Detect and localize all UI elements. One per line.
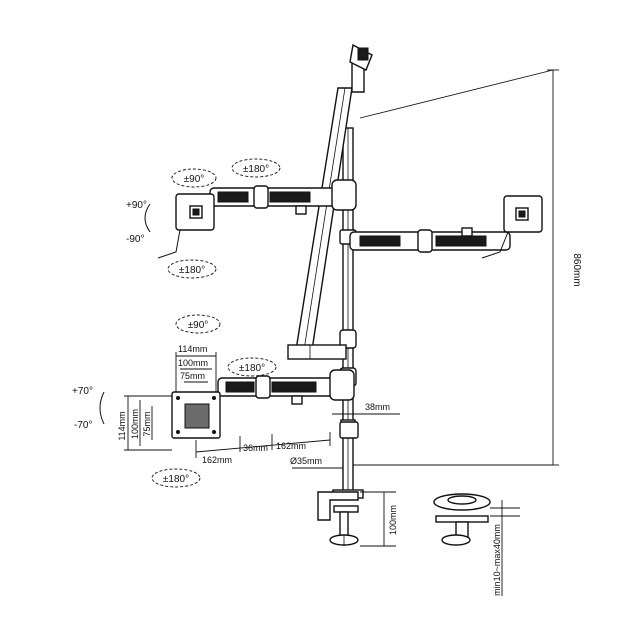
clamp-height-dimension: 100mm — [360, 491, 398, 547]
upper-right-vesa-plate — [481, 195, 543, 259]
vesa-height-114: 114mm — [117, 411, 127, 440]
left-tilt-up-label: +90° — [126, 200, 147, 211]
bottom-swivel-label: ±180° — [239, 363, 265, 374]
vesa-dimensions: 114mm 100mm 75mm 114mm 100mm 75mm — [117, 344, 217, 451]
vesa-height-75: 75mm — [142, 411, 152, 436]
top-swivel-label: ±180° — [243, 164, 269, 175]
rotation-bottom-tilt: ±90° — [175, 314, 221, 334]
left-rotate-label: ±180° — [179, 265, 205, 276]
vesa-width-75: 75mm — [180, 371, 205, 381]
grommet-mount — [433, 493, 491, 546]
arm-dim-seg1: 162mm — [202, 455, 232, 465]
pole-dimensions: 38mm Ø35mm — [290, 402, 400, 469]
bottom-rotate-label: ±180° — [163, 474, 189, 485]
upper-left-arm — [209, 179, 357, 215]
arm-dim-seg3: 162mm — [276, 441, 306, 451]
vesa-width-100: 100mm — [178, 358, 208, 368]
rotation-bottom-rotate: ±180° — [151, 468, 201, 488]
lower-vesa-plate — [171, 391, 221, 439]
pole-offset-label: 38mm — [365, 402, 390, 412]
laptop-tray-arm — [287, 43, 373, 360]
upper-left-vesa-plate — [157, 193, 215, 259]
bottom-tilt-up-label: +70° — [72, 386, 93, 397]
height-dimension: 860mm — [353, 69, 582, 466]
arm-length-dimensions: 162mm 36mm 162mm — [195, 432, 331, 465]
desk-clamp — [317, 491, 359, 546]
height-label: 860mm — [571, 253, 582, 286]
left-tilt-down-label: -90° — [126, 234, 144, 245]
rotation-left-rotate: ±180° — [167, 259, 217, 279]
rotation-bottom-swivel: ±180° — [227, 357, 277, 377]
desk-range-dimension: min10~max40mm — [490, 500, 520, 596]
vesa-height-100: 100mm — [130, 409, 140, 439]
desk-range-label: min10~max40mm — [492, 524, 502, 596]
arm-dim-seg2: 36mm — [243, 443, 268, 453]
rotation-top-swivel: ±180° — [231, 158, 281, 178]
rotation-left-tilt: +90° -90° — [126, 200, 151, 245]
vesa-width-114: 114mm — [178, 344, 207, 354]
top-tilt-label: ±90° — [184, 174, 205, 185]
lower-arm — [217, 369, 355, 405]
bottom-tilt-down-label: -70° — [74, 420, 92, 431]
rotation-bottom-side-tilt: +70° -70° — [72, 386, 105, 431]
pole-diameter-label: Ø35mm — [290, 456, 322, 466]
bottom-tilt-label: ±90° — [188, 320, 209, 331]
rotation-top-tilt: ±90° — [171, 168, 217, 188]
clamp-height-label: 100mm — [388, 505, 398, 535]
upper-right-arm — [349, 227, 511, 253]
